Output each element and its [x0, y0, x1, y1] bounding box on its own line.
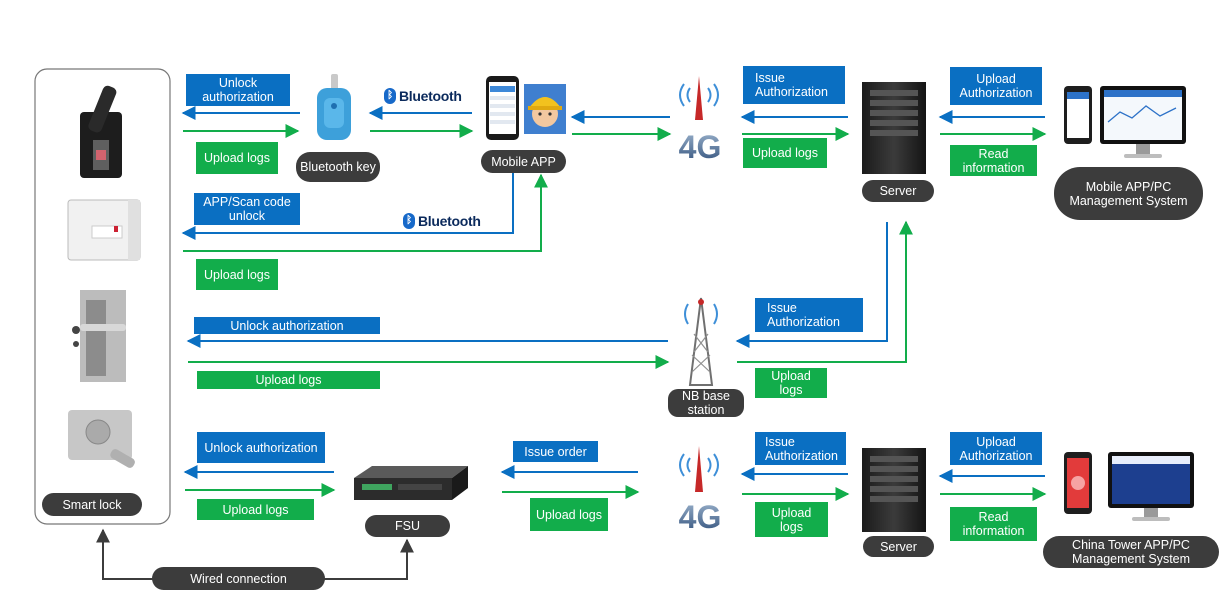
label-upload-logs-app: Upload logs	[196, 259, 278, 290]
bluetooth-icon: ᛒ	[403, 213, 415, 229]
bluetooth-text-mid: Bluetooth	[418, 213, 481, 229]
label-upload-logs-4g-bottom: Upload logs	[755, 502, 828, 537]
label-issue-order: Issue order	[513, 441, 598, 462]
label-unlock-authorization-top: Unlock authorization	[186, 74, 290, 106]
4g-tower-icon-bottom	[679, 446, 719, 492]
management-monitor-icon-bottom	[1064, 452, 1194, 521]
label-unlock-authorization-fsu: Unlock authorization	[197, 432, 325, 463]
bluetooth-key-icon	[317, 74, 351, 140]
label-unlock-authorization-nb: Unlock authorization	[194, 317, 380, 334]
management-monitor-icon-top	[1064, 86, 1186, 158]
label-app-scan-unlock: APP/Scan code unlock	[194, 193, 300, 225]
node-bluetooth-key: Bluetooth key	[296, 152, 380, 182]
label-issue-authorization-bottom: Issue Authorization	[755, 432, 846, 465]
bluetooth-text-top: Bluetooth	[399, 88, 462, 104]
node-china-tower-management-system: China Tower APP/PC Management System	[1043, 536, 1219, 568]
label-upload-logs-nb-left: Upload logs	[197, 371, 380, 389]
label-read-information-bottom: Read information	[950, 507, 1037, 541]
4g-text-bottom: 4G	[679, 499, 722, 535]
bluetooth-icon: ᛒ	[384, 88, 396, 104]
4g-text-top: 4G	[679, 129, 722, 165]
node-fsu: FSU	[365, 515, 450, 537]
fsu-device-icon	[354, 466, 468, 500]
node-server-top: Server	[862, 180, 934, 202]
4g-tower-icon-top	[679, 76, 719, 120]
nb-tower-icon	[684, 297, 718, 386]
smart-lock-frame	[34, 68, 171, 525]
server-rack-icon-bottom	[862, 448, 926, 532]
label-upload-logs-key: Upload logs	[196, 142, 278, 174]
handle-lock-image	[80, 85, 122, 178]
label-upload-authorization-top: Upload Authorization	[950, 67, 1042, 105]
node-smart-lock: Smart lock	[42, 493, 142, 516]
node-mobile-app: Mobile APP	[481, 150, 566, 173]
node-mobile-pc-management-system: Mobile APP/PC Management System	[1054, 167, 1203, 220]
label-upload-logs-nb-right: Upload logs	[755, 368, 827, 398]
label-upload-logs-fsu: Upload logs	[197, 499, 314, 520]
label-issue-authorization-top: Issue Authorization	[743, 66, 845, 104]
label-upload-authorization-bottom: Upload Authorization	[950, 432, 1042, 465]
worker-avatar-icon	[524, 84, 566, 134]
label-upload-logs-4g-top: Upload logs	[743, 138, 827, 168]
node-nb-base-station: NB base station	[668, 389, 744, 417]
label-upload-logs-fsu-4g: Upload logs	[530, 498, 608, 531]
mobile-phone-icon	[486, 76, 519, 140]
door-lock-image	[72, 290, 126, 382]
box-lock-image	[67, 199, 141, 261]
server-rack-icon-top	[862, 82, 926, 174]
node-wired-connection: Wired connection	[152, 567, 325, 590]
label-read-information-top: Read information	[950, 145, 1037, 176]
electric-lock-image	[68, 410, 135, 468]
label-issue-authorization-nb: Issue Authorization	[755, 298, 863, 332]
node-server-bottom: Server	[863, 536, 934, 557]
